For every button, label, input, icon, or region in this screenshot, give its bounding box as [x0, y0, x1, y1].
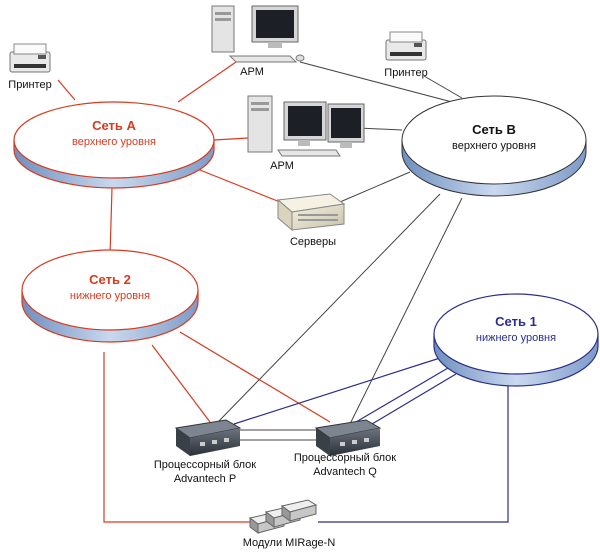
- net-1-title: Сеть 1: [495, 314, 537, 329]
- net-2-title: Сеть 2: [89, 272, 131, 287]
- servers-label: Серверы: [289, 236, 337, 248]
- link-net-1-proc-p: [233, 357, 441, 425]
- links: [57, 61, 509, 523]
- arm-middle-label: АРМ: [270, 160, 294, 172]
- link-net-b-arm-top: [299, 61, 453, 103]
- link-net-a-arm-middle: [213, 137, 249, 141]
- workstation-top-icon: [211, 5, 305, 63]
- processor-q-icon: [314, 419, 382, 456]
- modules-label: Модули MIRage-N: [242, 537, 336, 549]
- link-net-2-proc-p: [151, 344, 211, 423]
- printer-right-icon: [385, 31, 427, 61]
- link-net-1-proc-q-b: [361, 373, 457, 431]
- net-a-disk: [13, 101, 215, 189]
- processor-q-label-line2: Advantech Q: [313, 466, 377, 478]
- link-net-b-servers: [339, 171, 411, 203]
- link-net-b-proc-q: [349, 197, 463, 425]
- workstation-middle-icon: [247, 95, 365, 157]
- link-net-b-proc-p: [217, 193, 441, 423]
- net-b-title: Сеть B: [472, 122, 516, 137]
- processor-q-label-line1: Процессорный блок: [293, 452, 397, 464]
- server-icon: [276, 193, 346, 232]
- net-a-title: Сеть А: [92, 118, 136, 133]
- link-net-2-modules: [103, 352, 256, 523]
- net-b-subtitle: верхнего уровня: [452, 140, 536, 152]
- net-1-subtitle: нижнего уровня: [475, 332, 557, 344]
- net-b-disk: [401, 95, 587, 197]
- link-net-1-modules: [318, 382, 509, 523]
- link-net-1-proc-q-a: [355, 367, 449, 423]
- link-net-b-printer-right: [423, 75, 463, 99]
- arm-top-label: АРМ: [240, 66, 264, 78]
- net-2-subtitle: нижнего уровня: [69, 290, 151, 302]
- net-2-disk: [21, 249, 199, 343]
- link-net-a-arm-top: [177, 61, 237, 103]
- net-1-disk: [433, 293, 599, 387]
- link-printer-left-net-a: [57, 79, 76, 101]
- processor-p-icon: [174, 419, 242, 456]
- processor-p-label-line1: Процессорный блок: [153, 459, 257, 471]
- link-net-b-arm-middle: [357, 127, 403, 131]
- link-net-a-net-2: [109, 187, 113, 257]
- printer-left-label: Принтер: [8, 79, 52, 91]
- printer-right-label: Принтер: [384, 67, 428, 79]
- printer-left-icon: [9, 43, 51, 73]
- net-a-subtitle: верхнего уровня: [72, 136, 156, 148]
- link-net-a-servers: [194, 167, 281, 203]
- modules-icon: [248, 499, 318, 534]
- link-net-2-proc-q: [179, 331, 331, 423]
- processor-p-label-line2: Advantech P: [173, 473, 237, 485]
